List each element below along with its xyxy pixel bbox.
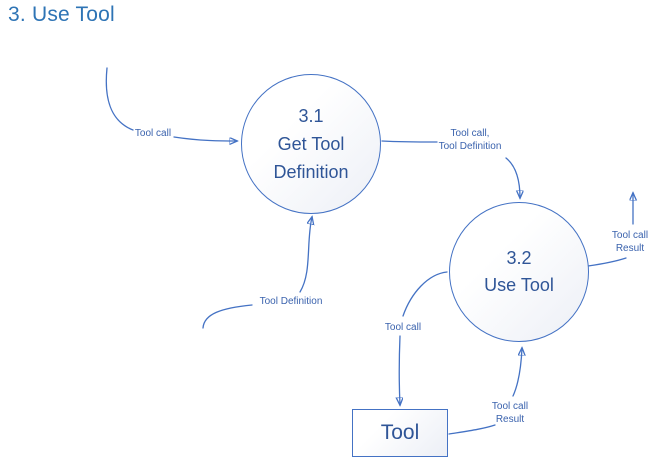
process-name-line2: Definition <box>273 162 349 182</box>
edge-tool-call-result-out-tail <box>587 257 627 267</box>
process-number: 3.2 <box>506 248 532 268</box>
edge-tool-call-result-return-head <box>512 348 522 397</box>
edge-tool-definition-return-tail <box>202 304 253 329</box>
flow-label-tool-call-result-return: Tool call Result <box>491 401 529 425</box>
process-node-get-tool-definition: 3.1 Get Tool Definition <box>241 74 381 214</box>
flow-label-tool-call-result-out: Tool call Result <box>611 230 649 254</box>
edge-tool-call-to-tool-tail <box>402 271 448 317</box>
process-name-line1: Use Tool <box>484 275 554 295</box>
edge-call-and-definition-tail <box>381 140 438 143</box>
process-node-use-tool: 3.2 Use Tool <box>449 202 589 342</box>
diagram-title: 3. Use Tool <box>8 3 115 26</box>
edge-tool-call-to-tool-head <box>399 335 400 405</box>
edge-tool-definition-return-head <box>299 217 312 293</box>
edge-tool-call-in-tail <box>105 67 134 131</box>
entity-name: Tool <box>380 421 420 444</box>
process-number: 3.1 <box>298 106 324 126</box>
process-name-line1: Get Tool <box>277 134 345 154</box>
flow-label-tool-definition-return: Tool Definition <box>259 296 323 307</box>
flow-label-tool-call-to-tool: Tool call <box>384 322 422 333</box>
external-entity-tool: Tool <box>352 409 448 457</box>
edge-tool-call-result-return-tail <box>448 424 496 435</box>
flow-label-call-and-definition: Tool call, Tool Definition <box>438 128 502 152</box>
edge-call-and-definition-head <box>505 157 520 198</box>
flow-label-tool-call-in: Tool call <box>134 128 172 139</box>
edge-tool-call-in-head <box>173 136 237 141</box>
